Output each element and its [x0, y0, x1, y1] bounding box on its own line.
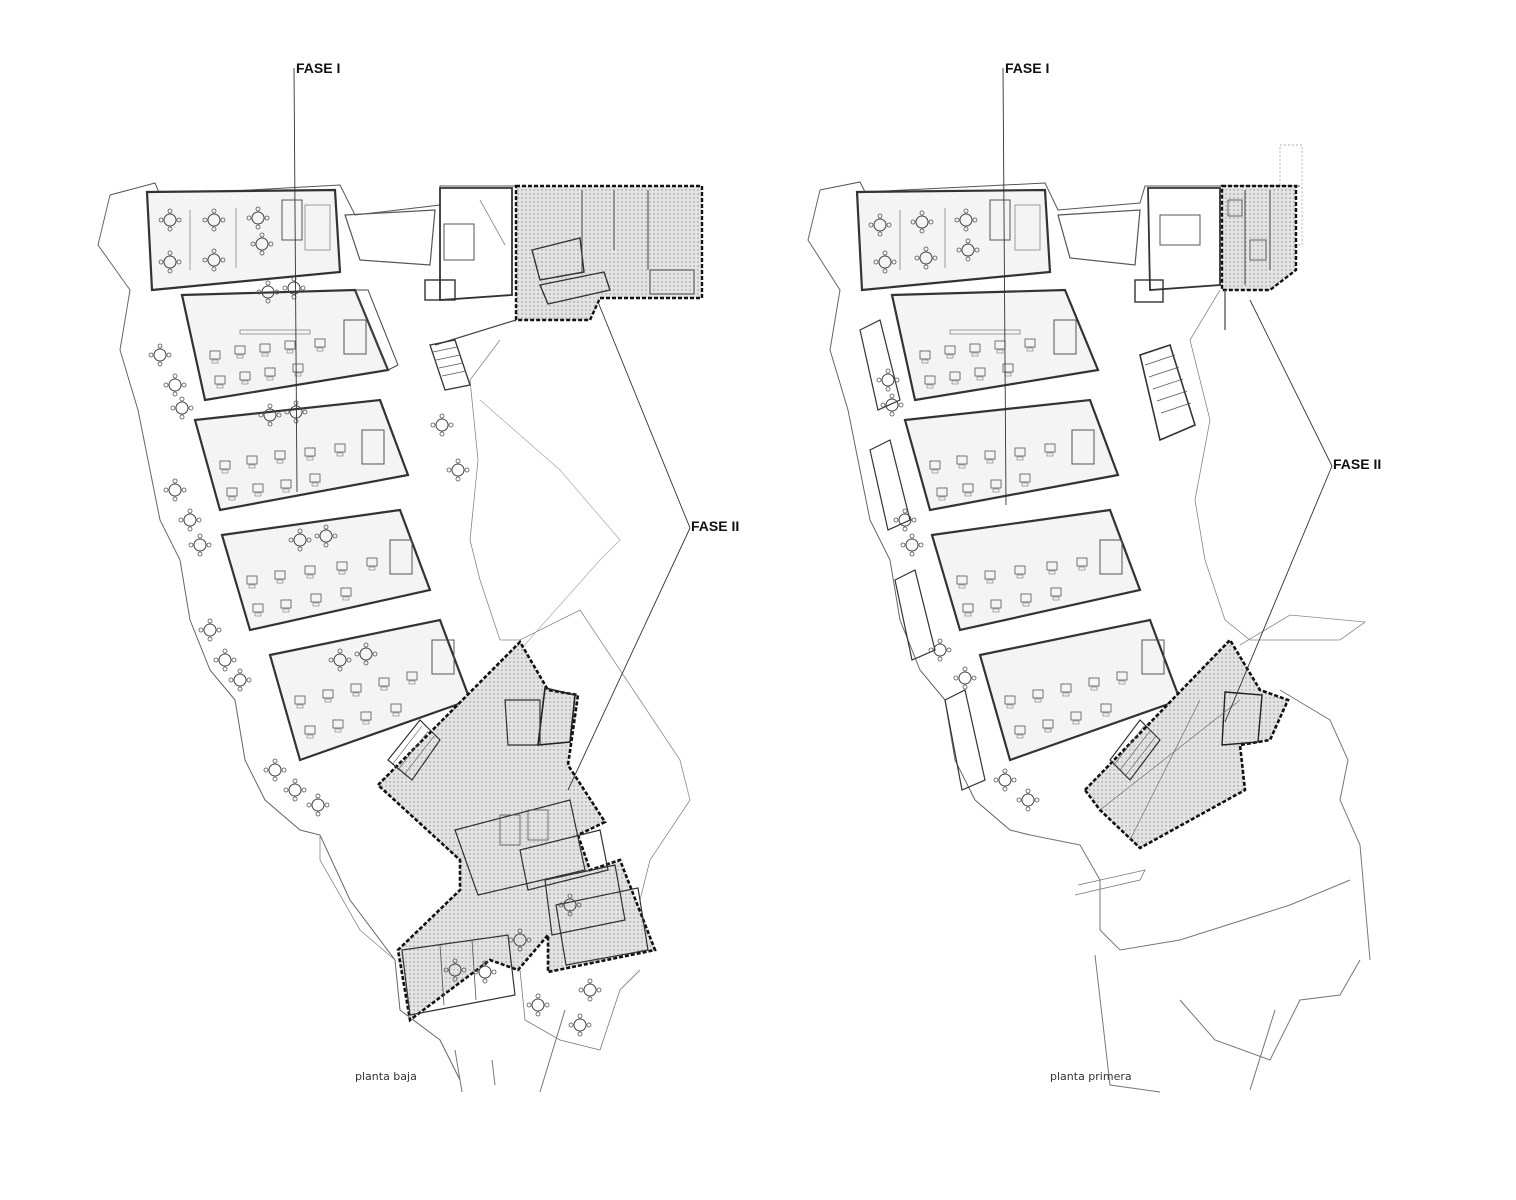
plan-caption-planta-primera: planta primera	[1050, 1070, 1132, 1083]
phase-1-label-planta-primera: FASE I	[1005, 60, 1050, 76]
plan-caption-planta-baja: planta baja	[355, 1070, 417, 1083]
plan-planta-baja	[97, 67, 704, 1093]
phase-2-label-planta-baja: FASE II	[691, 518, 740, 534]
phase-2-label-planta-primera: FASE II	[1333, 456, 1382, 472]
plan-planta-primera	[807, 67, 1371, 1093]
phase-1-label-planta-baja: FASE I	[296, 60, 341, 76]
